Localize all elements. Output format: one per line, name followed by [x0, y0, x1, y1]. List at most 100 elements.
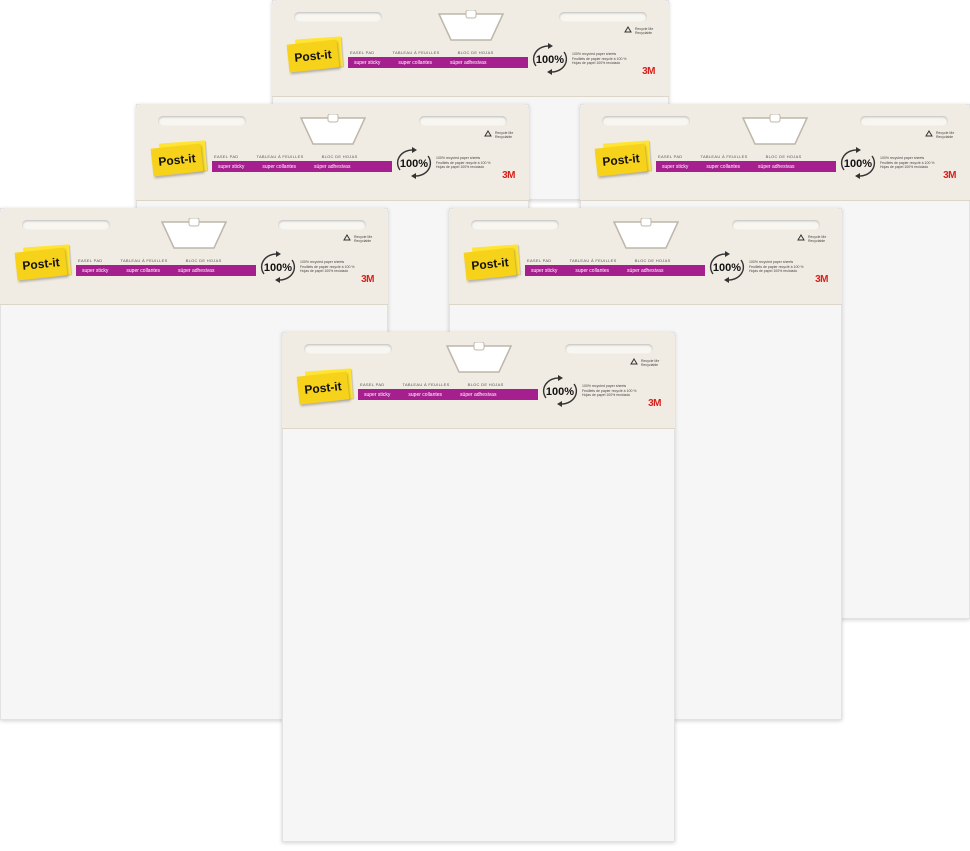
band-en: super sticky: [82, 267, 109, 274]
title-en: EASEL PAD: [350, 50, 375, 55]
super-sticky-band: super sticky super collantes súper adhes…: [348, 57, 528, 68]
hanging-slot-right: [732, 220, 820, 230]
post-it-logo: Post-it: [286, 36, 344, 73]
band-fr: super collantes: [706, 163, 741, 170]
recycled-text: 100% recycled paper sheets Feuillets de …: [582, 384, 637, 397]
title-es: BLOC DE HOJAS: [467, 382, 504, 387]
3m-logo: 3M: [361, 274, 374, 285]
hanging-slot-left: [22, 220, 110, 230]
band-en: super sticky: [354, 59, 381, 66]
recycle-symbol-icon: [484, 130, 492, 137]
recycled-text: 100% recycled paper sheets Feuillets de …: [749, 260, 804, 273]
recycle-badge: Recycle Me Recyclable: [924, 130, 956, 140]
easel-pad-front: Post-it EASEL PAD TABLEAU À FEUILLES BLO…: [282, 332, 675, 842]
percent-label: 100%: [713, 262, 741, 274]
pad-header: Post-it EASEL PAD TABLEAU À FEUILLES BLO…: [580, 104, 970, 201]
recycle-symbol-icon: [925, 130, 933, 137]
title-es: BLOC DE HOJAS: [457, 50, 494, 55]
band-en: super sticky: [662, 163, 689, 170]
recycle-badge: Recycle Me Recyclable: [342, 234, 374, 244]
3m-logo: 3M: [502, 170, 515, 181]
product-titles: EASEL PAD TABLEAU À FEUILLES BLOC DE HOJ…: [360, 382, 504, 387]
title-en: EASEL PAD: [78, 258, 103, 263]
band-fr: super collantes: [262, 163, 297, 170]
band-fr: super collantes: [126, 267, 161, 274]
percent-label: 100%: [536, 54, 564, 66]
super-sticky-band: super sticky super collantes súper adhes…: [212, 161, 392, 172]
percent-label: 100%: [844, 158, 872, 170]
pad-header: Post-it EASEL PAD TABLEAU À FEUILLES BLO…: [0, 208, 388, 305]
easel-handle-icon: [445, 342, 512, 373]
easel-pad-back-center: Post-it EASEL PAD TABLEAU À FEUILLES BLO…: [272, 0, 669, 200]
recycle-arrows-icon: 100%: [260, 251, 296, 283]
post-it-logo: Post-it: [296, 368, 354, 405]
band-es: súper adhesivas: [450, 59, 487, 66]
title-en: EASEL PAD: [527, 258, 552, 263]
post-it-logo: Post-it: [594, 140, 652, 177]
title-fr: TABLEAU À FEUILLES: [120, 258, 168, 263]
pad-header: Post-it EASEL PAD TABLEAU À FEUILLES BLO…: [136, 104, 529, 201]
hanging-slot-right: [860, 116, 948, 126]
easel-handle-icon: [741, 114, 809, 145]
recycle-symbol-icon: [797, 234, 805, 241]
title-es: BLOC DE HOJAS: [321, 154, 358, 159]
easel-handle-icon: [160, 218, 228, 249]
title-es: BLOC DE HOJAS: [765, 154, 802, 159]
3m-logo: 3M: [648, 398, 661, 409]
recycle-arrows-icon: 100%: [709, 251, 745, 283]
recycle-arrows-icon: 100%: [542, 375, 578, 407]
easel-handle-icon: [437, 10, 504, 41]
easel-handle-icon: [299, 114, 366, 145]
3m-logo: 3M: [815, 274, 828, 285]
title-fr: TABLEAU À FEUILLES: [392, 50, 440, 55]
super-sticky-band: super sticky super collantes súper adhes…: [358, 389, 538, 400]
easel-handle-icon: [612, 218, 679, 249]
band-es: súper adhesivas: [178, 267, 215, 274]
product-titles: EASEL PAD TABLEAU À FEUILLES BLOC DE HOJ…: [527, 258, 671, 263]
title-fr: TABLEAU À FEUILLES: [569, 258, 617, 263]
hanging-slot-left: [602, 116, 690, 126]
band-fr: super collantes: [408, 391, 443, 398]
band-en: super sticky: [531, 267, 558, 274]
product-titles: EASEL PAD TABLEAU À FEUILLES BLOC DE HOJ…: [350, 50, 494, 55]
product-titles: EASEL PAD TABLEAU À FEUILLES BLOC DE HOJ…: [658, 154, 802, 159]
recycle-badge: Recycle Me Recyclable: [623, 26, 655, 36]
recycled-text: 100% recycled paper sheets Feuillets de …: [436, 156, 491, 169]
recycled-text: 100% recycled paper sheets Feuillets de …: [880, 156, 935, 169]
hanging-slot-right: [565, 344, 653, 354]
hanging-slot-left: [294, 12, 382, 22]
hanging-slot-left: [304, 344, 392, 354]
pad-header: Post-it EASEL PAD TABLEAU À FEUILLES BLO…: [282, 332, 675, 429]
super-sticky-band: super sticky super collantes súper adhes…: [76, 265, 256, 276]
title-fr: TABLEAU À FEUILLES: [256, 154, 304, 159]
band-es: súper adhesivas: [627, 267, 664, 274]
post-it-logo: Post-it: [463, 244, 521, 281]
recycle-badge: Recycle Me Recyclable: [629, 358, 661, 368]
recycle-badge: Recycle Me Recyclable: [796, 234, 828, 244]
title-es: BLOC DE HOJAS: [634, 258, 671, 263]
recycled-text: 100% recycled paper sheets Feuillets de …: [572, 52, 627, 65]
band-es: súper adhesivas: [460, 391, 497, 398]
title-fr: TABLEAU À FEUILLES: [700, 154, 748, 159]
pad-header: Post-it EASEL PAD TABLEAU À FEUILLES BLO…: [272, 0, 669, 97]
title-fr: TABLEAU À FEUILLES: [402, 382, 450, 387]
title-en: EASEL PAD: [360, 382, 385, 387]
3m-logo: 3M: [943, 170, 956, 181]
super-sticky-band: super sticky super collantes súper adhes…: [525, 265, 705, 276]
recycle-symbol-icon: [624, 26, 632, 33]
recycle-arrows-icon: 100%: [396, 147, 432, 179]
product-titles: EASEL PAD TABLEAU À FEUILLES BLOC DE HOJ…: [214, 154, 358, 159]
recycled-text: 100% recycled paper sheets Feuillets de …: [300, 260, 355, 273]
recycle-arrows-icon: 100%: [532, 43, 568, 75]
super-sticky-band: super sticky super collantes súper adhes…: [656, 161, 836, 172]
band-fr: super collantes: [398, 59, 433, 66]
pad-header: Post-it EASEL PAD TABLEAU À FEUILLES BLO…: [449, 208, 842, 305]
band-es: súper adhesivas: [758, 163, 795, 170]
title-en: EASEL PAD: [658, 154, 683, 159]
title-en: EASEL PAD: [214, 154, 239, 159]
hanging-slot-right: [559, 12, 647, 22]
band-fr: super collantes: [575, 267, 610, 274]
hanging-slot-right: [419, 116, 507, 126]
band-es: súper adhesivas: [314, 163, 351, 170]
recycle-arrows-icon: 100%: [840, 147, 876, 179]
